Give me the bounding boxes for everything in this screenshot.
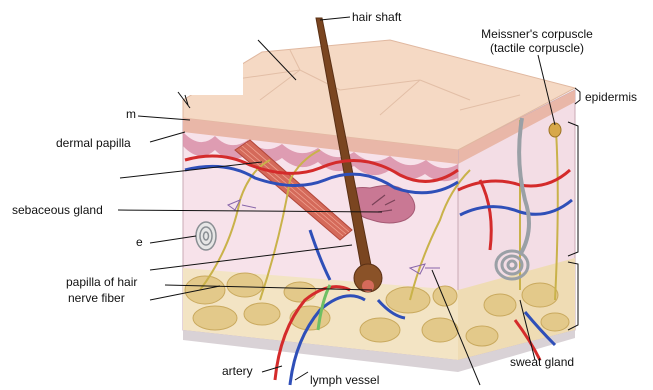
label-hair-shaft: hair shaft: [352, 11, 401, 24]
label-sebaceous-gland: sebaceous gland: [12, 204, 103, 217]
cropped-area: [183, 40, 243, 95]
label-lymph-vessel: lymph vessel: [310, 374, 379, 387]
label-meissner-line1: Meissner's corpuscle: [462, 28, 612, 41]
label-artery: artery: [222, 365, 253, 378]
label-m-partial: m: [126, 108, 136, 121]
pacinian-corpuscle-shape: [196, 222, 216, 250]
label-papilla-of-hair: papilla of hair: [66, 276, 137, 289]
label-nerve-fiber: nerve fiber: [68, 292, 125, 305]
label-sweat-gland: sweat gland: [510, 356, 574, 369]
label-dermal-papilla: dermal papilla: [56, 137, 131, 150]
label-e-partial: e: [136, 236, 143, 249]
meissner-corpuscle-shape: [549, 123, 561, 137]
label-meissner-line2: (tactile corpuscle): [462, 42, 612, 55]
label-epidermis: epidermis: [585, 91, 637, 104]
